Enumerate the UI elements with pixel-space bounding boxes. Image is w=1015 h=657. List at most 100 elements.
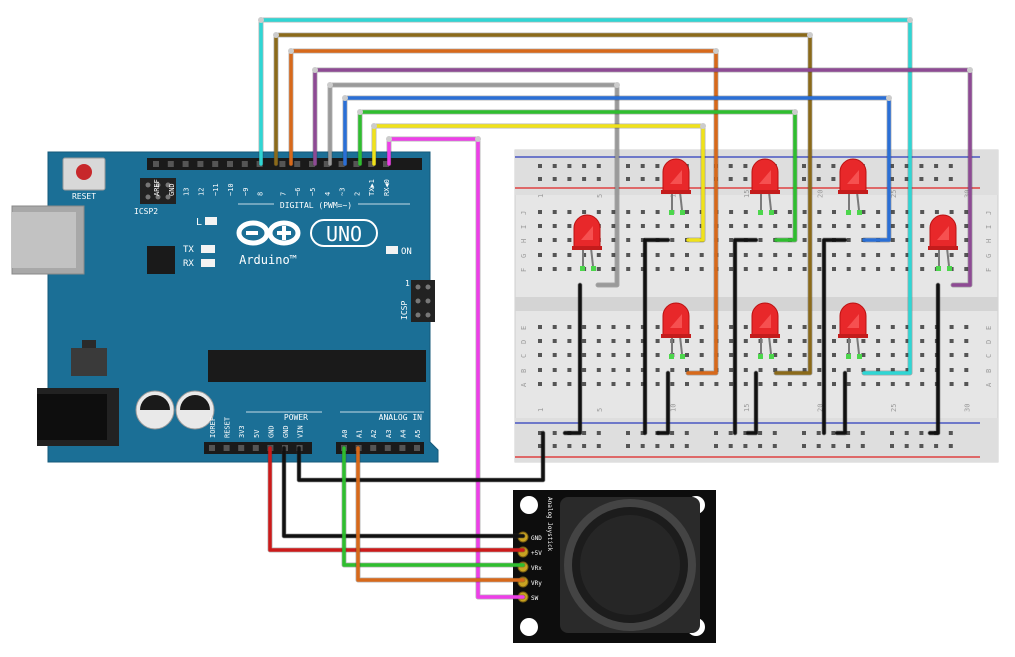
digital-pin-hole[interactable] [197,161,204,167]
breadboard-hole [596,267,601,271]
wire-bend-point [258,17,264,23]
breadboard-hole [773,353,778,357]
breadboard-hole [949,353,954,357]
breadboard-hole [905,267,910,271]
power-pin-hole[interactable] [209,445,215,451]
row-letter-left: A [520,382,528,387]
breadboard-hole [655,325,660,329]
breadboard-hole [758,238,763,242]
rail-hole [846,444,851,448]
wire-bend-point [475,136,481,142]
digital-pin-hole[interactable] [383,161,389,167]
breadboard-hole [582,325,587,329]
digital-pin-hole[interactable] [309,161,315,167]
digital-pin-label: 8 [257,192,265,196]
digital-pin-hole[interactable] [241,161,248,167]
analog-pin-hole[interactable] [384,445,391,451]
rail-hole [743,164,748,168]
breadboard-hole [964,368,969,372]
analog-pin-hole[interactable] [414,445,420,451]
breadboard-hole [905,210,910,214]
breadboard-hole [861,368,866,372]
breadboard-hole [538,253,542,257]
wire-bend-point [807,32,813,38]
breadboard-hole [685,368,689,372]
breadboard-hole [743,253,748,257]
digital-pin-hole[interactable] [212,161,219,167]
column-number-top: 15 [743,190,751,198]
rail-hole [816,177,821,181]
digital-pin-hole[interactable] [182,161,189,167]
wire-bend-point [967,67,973,73]
icsp2-label: ICSP2 [134,207,158,216]
breadboard-hole [802,238,807,242]
digital-pin-hole[interactable] [167,161,174,167]
breadboard-hole [538,210,542,214]
digital-pin-label: TX▶1 [368,179,376,196]
wire-black-gnd-rail [297,431,545,482]
rail-hole [802,431,806,435]
breadboard-hole [905,368,910,372]
analog-pin-hole[interactable] [370,445,377,451]
digital-pin-hole[interactable] [323,161,330,167]
breadboard-hole [846,382,851,386]
breadboard-hole [832,210,836,214]
breadboard-hole [934,253,939,257]
analog-pin-hole[interactable] [399,445,406,451]
row-letter-right: B [985,369,993,373]
digital-pin-hole[interactable] [279,161,286,167]
digital-pin-hole[interactable] [368,161,375,167]
power-pin-label: 5V [253,429,261,438]
digital-pin-hole[interactable] [153,161,159,167]
breadboard-hole [626,238,631,242]
wire-bend-point [371,123,377,129]
row-letter-right: A [985,382,993,387]
rail-hole [890,444,894,448]
breadboard-hole [729,368,734,372]
rail-hole [728,431,733,435]
rail-hole [758,431,763,435]
breadboard-hole [876,382,881,386]
digital-pin-hole[interactable] [294,161,301,167]
reset-button[interactable] [62,157,106,191]
icsp2-header [140,178,176,204]
wire-bend-point [700,123,706,129]
rail-hole [655,177,660,181]
breadboard-hole [640,382,645,386]
breadboard-hole [861,382,866,386]
breadboard-hole [670,253,675,257]
digital-pin-hole[interactable] [338,161,345,167]
digital-pin-hole[interactable] [227,161,233,167]
breadboard-hole [758,368,763,372]
red-led [572,214,602,271]
breadboard-hole [729,325,734,329]
breadboard-hole [743,325,748,329]
breadboard-hole [685,267,689,271]
power-pin-label: 3V3 [238,425,246,438]
rail-hole [538,444,542,448]
rail-hole [552,177,557,181]
breadboard-hole [890,210,895,214]
breadboard-hole [787,253,792,257]
breadboard-hole [890,267,895,271]
wire-bend-point [288,48,294,54]
power-pin-hole[interactable] [238,445,245,451]
power-pin-hole[interactable] [223,445,230,451]
breadboard-hole [596,253,601,257]
breadboard-hole [743,339,748,343]
rail-hole [816,444,821,448]
rail-hole [626,177,630,181]
red-led [838,158,868,215]
breadboard-hole [567,267,572,271]
breadboard-hole [905,339,910,343]
joystick-pin-label: VRy [531,580,542,587]
power-pin-hole[interactable] [252,445,259,451]
breadboard-hole [699,253,704,257]
breadboard-hole [802,353,807,357]
board-pcb [47,151,439,463]
joystick-pin-label: SW [531,595,539,602]
l-led [205,217,217,225]
digital-pin-hole[interactable] [353,161,360,167]
